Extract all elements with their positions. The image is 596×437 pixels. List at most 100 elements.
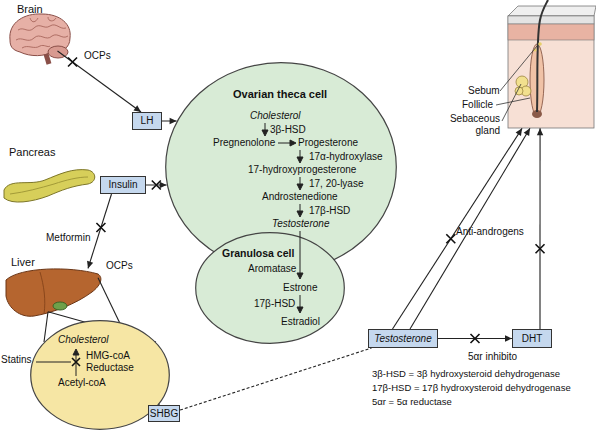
pathway-step: Aromatase (248, 263, 296, 275)
pathway-step: Androstenedione (262, 191, 338, 203)
skin-drawing (496, 0, 596, 128)
block-cross (471, 334, 480, 343)
pathway-step: Acetyl-coA (58, 377, 106, 389)
block-cross (96, 223, 105, 232)
block-cross (68, 57, 77, 66)
pathway-step: Cholesterol (58, 334, 109, 346)
pancreas-shape (4, 170, 95, 202)
edge-label: Metformin (46, 232, 90, 244)
pathway-step: Progesterone (298, 137, 358, 149)
liver-shape (6, 269, 101, 316)
pathway-step: Pregnenolone (213, 137, 275, 149)
pathway-step: 17-hydroxyprogesterone (248, 164, 356, 176)
edge-label: OCPs (106, 260, 133, 272)
liver-drawing (6, 269, 101, 316)
pathway-step: Estradiol (281, 316, 320, 328)
pathway-step: Ovarian theca cell (233, 88, 327, 100)
drug-label: Statins (1, 354, 32, 366)
organ-label: Pancreas (9, 146, 55, 158)
hormone-box: LH (132, 112, 162, 130)
pathway-step: Estrone (283, 282, 317, 294)
pathway-step: 17β-HSD (254, 298, 295, 310)
stratum-layer (508, 16, 594, 24)
organ-label: Liver (11, 256, 35, 268)
pathway-step: Reductase (86, 362, 134, 374)
abbreviation-note: 5αr = 5α reductase (372, 396, 452, 408)
connector (410, 128, 530, 329)
liver-illustration: Liver (3, 256, 103, 318)
hormone-box: Insulin (100, 176, 146, 194)
hair-shaft (537, 0, 548, 112)
edge-label: Anti-androgens (456, 226, 524, 238)
skin-top-face (508, 6, 596, 16)
connector (87, 194, 111, 268)
hormone-name: LH (141, 115, 154, 127)
cell-ellipse: Granulosa cellAromataseEstrone 17β-HSD Est… (195, 232, 345, 344)
connector-line (88, 194, 112, 268)
structure-label: Sebaceous gland (444, 113, 500, 137)
hormone-name: Insulin (109, 179, 138, 191)
pathway-step: Testosterone (272, 218, 329, 230)
pathway-step: 17α-hydroxylase (309, 151, 383, 163)
brain-illustration: Brain (5, 3, 75, 63)
hormone-box: DHT (512, 329, 552, 348)
pancreatic-duct (10, 177, 88, 194)
gallbladder-shape (53, 302, 67, 310)
connector-line (539, 128, 540, 329)
ellipse-shape (196, 233, 345, 344)
hormone-name: Testosterone (374, 333, 431, 345)
abbreviation-note: 3β-HSD = 3β hydroxysteroid dehydrogenase (372, 368, 560, 380)
connector (58, 51, 142, 112)
arrow-head (133, 105, 141, 112)
connector (180, 348, 372, 410)
organ-label: Brain (17, 3, 43, 15)
pathway-step: Granulosa cell (222, 247, 294, 259)
pathway-step: HMG-coA (86, 350, 130, 362)
connector (146, 181, 167, 190)
leader-lines (496, 46, 537, 121)
edge-label: OCPs (84, 50, 111, 62)
connector (162, 118, 177, 124)
connector-line (44, 312, 48, 342)
hormone-name: SHBG (150, 408, 178, 420)
hormone-name: DHT (522, 333, 543, 345)
block-cross (152, 181, 161, 190)
connector-line (180, 348, 372, 410)
brain-drawing (10, 14, 70, 64)
brainstem-shape (46, 54, 49, 64)
arrow-head (516, 128, 522, 136)
connector-line (410, 128, 530, 329)
structure-label: Sebum (468, 85, 500, 97)
pathway-step: 17, 20-lyase (309, 178, 363, 190)
arrow-head (505, 335, 512, 341)
dermis-layer (508, 16, 594, 128)
brain-folds (16, 17, 68, 48)
pancreas-illustration: Pancreas (3, 146, 95, 208)
arrow-head (160, 182, 167, 188)
arrow-head (537, 128, 543, 135)
block-cross (536, 244, 545, 253)
arrow-head (170, 118, 177, 124)
pathway-step: Cholesterol (250, 110, 301, 122)
cell-ellipse: Ovarian theca cellCholesterol 3β-HSDPregn… (165, 62, 397, 272)
sebum-drop (538, 42, 542, 46)
edge-label: 5αr inhibito (468, 351, 517, 363)
structure-label: Follicle (462, 99, 493, 111)
arrow-head (87, 261, 93, 269)
skin-illustration: SebumFollicleSebaceous gland (428, 0, 596, 138)
liver-lobe-line (40, 272, 45, 314)
pathway-step: 3β-HSD (270, 124, 306, 136)
pathway-step: 17β-HSD (309, 205, 350, 217)
connector (536, 128, 545, 329)
connector (44, 312, 48, 342)
arrow-head (524, 128, 530, 136)
hormone-box: Testosterone (368, 329, 438, 348)
pancreas-drawing (4, 170, 95, 202)
block-cross (446, 234, 455, 243)
abbreviation-note: 17β-HSD = 17β hydroxysteroid dehydrogena… (372, 382, 571, 394)
connector-line (58, 51, 142, 112)
epidermis-layer (508, 24, 594, 40)
hormone-box: SHBG (148, 405, 180, 422)
connector (438, 334, 512, 343)
